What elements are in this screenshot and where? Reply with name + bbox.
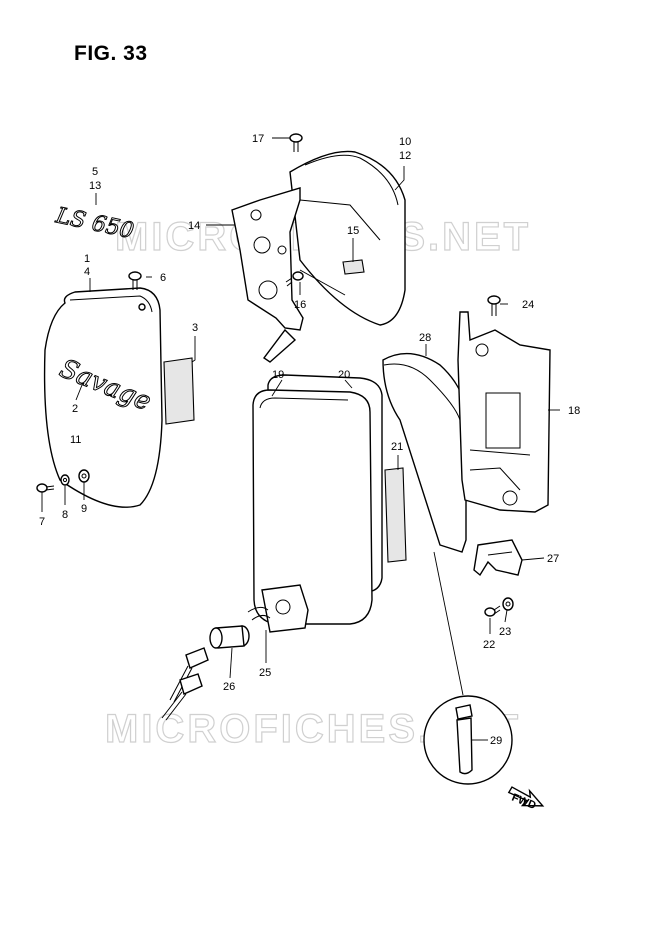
right-side-cover[interactable] [289,150,406,326]
pad-15[interactable] [342,259,365,275]
fwd-arrow: FWD [507,786,545,812]
callout-21: 21 [391,441,403,453]
callout-5: 5 [92,166,98,178]
screw-22[interactable] [484,605,501,617]
washer-8[interactable] [60,474,70,486]
keys[interactable] [161,647,209,721]
callout-11: 11 [70,434,81,446]
screw-16[interactable] [285,271,304,287]
callout-10: 10 [399,136,411,148]
callout-16: 16 [294,299,306,311]
callout-6: 6 [160,272,166,284]
callout-25: 25 [259,667,271,679]
lock-cylinder-26[interactable] [209,625,250,649]
leader-lines [41,137,560,741]
callout-27: 27 [547,553,559,565]
detail-view-29[interactable] [423,695,513,785]
bolt-7[interactable] [36,483,55,493]
cover-bracket-14[interactable] [231,187,381,363]
callout-9: 9 [81,503,87,515]
detail-pointer [433,551,464,696]
callout-24: 24 [522,299,534,311]
callout-8: 8 [62,509,68,521]
callout-26: 26 [223,681,235,693]
lock-plate-25[interactable] [247,584,309,633]
callout-2: 2 [72,403,78,415]
bracket-18[interactable] [457,311,551,513]
callout-labels: 1 4 5 13 6 3 2 11 7 8 9 10 12 14 17 15 1… [39,133,580,747]
callout-18: 18 [568,405,580,417]
screw-24[interactable] [487,295,501,316]
callout-1: 1 [84,253,90,265]
screw-6[interactable] [128,271,142,290]
callout-17: 17 [252,133,264,145]
callout-22: 22 [483,639,495,651]
callout-20: 20 [338,369,350,381]
clamp-27[interactable] [473,539,523,577]
nut-23[interactable] [502,597,514,611]
figure-title: FIG. 33 [74,42,148,65]
tool-box-19[interactable] [252,389,373,625]
callout-15: 15 [347,225,359,237]
cushion-pad-3[interactable] [163,357,195,425]
callout-12: 12 [399,150,411,162]
callout-7: 7 [39,516,45,528]
pad-21[interactable] [384,467,407,563]
left-side-cover[interactable]: Savage [43,287,163,508]
callout-13: 13 [89,180,101,192]
washer-9[interactable] [78,469,90,483]
callout-19: 19 [272,369,284,381]
callout-29: 29 [490,735,502,747]
callout-14: 14 [188,220,200,232]
callout-4: 4 [84,266,90,278]
ls650-emblem[interactable]: LS 650 [52,203,136,245]
callout-23: 23 [499,626,511,638]
screw-17[interactable] [289,133,303,152]
callout-3: 3 [192,322,198,334]
callout-28: 28 [419,332,431,344]
